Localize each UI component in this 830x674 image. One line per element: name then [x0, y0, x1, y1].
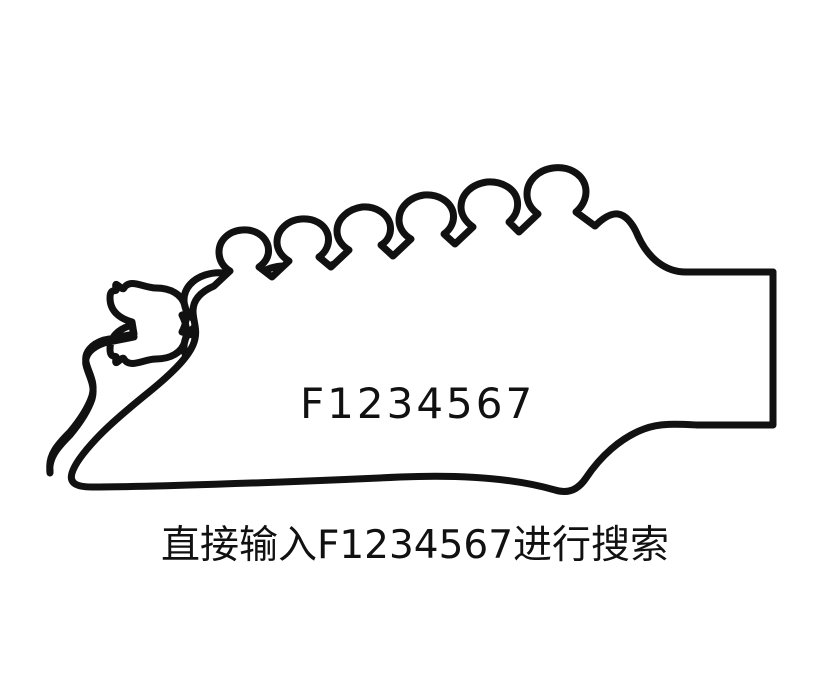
- search-instruction-caption: 直接输入F1234567进行搜索: [160, 523, 670, 568]
- headstock-body-path: [67, 164, 777, 495]
- headstock-serial-number: F1234567: [300, 379, 535, 428]
